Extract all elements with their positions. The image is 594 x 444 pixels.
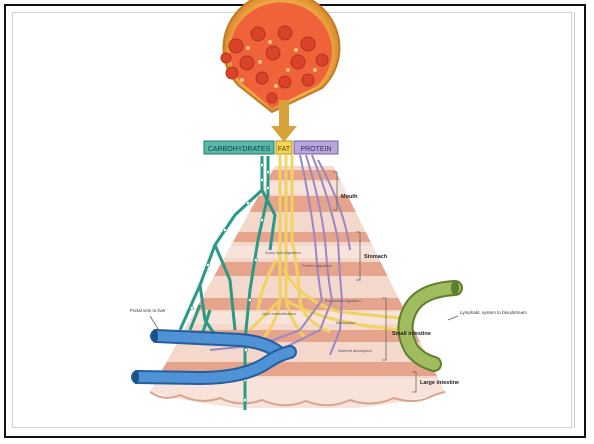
lipid-emulsification-annotation: Lipid emulsification — [262, 311, 296, 316]
small-intestine-label: Small intestine — [392, 331, 431, 337]
carbohydrates-label: CARBOHYDRATES — [208, 146, 271, 153]
mouth-label: Mouth — [341, 194, 358, 200]
fat-stomach-annotation: Some lipid digestion — [265, 250, 301, 255]
absorption-annotation: Absorption — [336, 320, 355, 325]
fat-box: FAT — [276, 141, 292, 154]
portal-vein-annotation: Portal vein to liver — [130, 308, 166, 313]
lymphatic-system-annotation: Lymphatic system to bloodstream — [460, 310, 527, 315]
protein-stomach-annotation: Protein digestion — [302, 263, 332, 268]
lymphatic-vessel — [405, 281, 459, 364]
protein-label: PROTEIN — [300, 146, 331, 153]
fat-label: FAT — [278, 146, 291, 153]
large-intestine-label: Large intestine — [420, 380, 459, 386]
enzyme-digestion-annotation: Enzymatic digestion — [325, 298, 361, 303]
pizza-illustration — [221, 0, 339, 112]
carbohydrates-box: CARBOHYDRATES — [204, 141, 274, 154]
nutrient-absorption-annotation: Nutrient absorption — [338, 348, 372, 353]
protein-box: PROTEIN — [294, 141, 338, 154]
stomach-label: Stomach — [364, 254, 388, 260]
